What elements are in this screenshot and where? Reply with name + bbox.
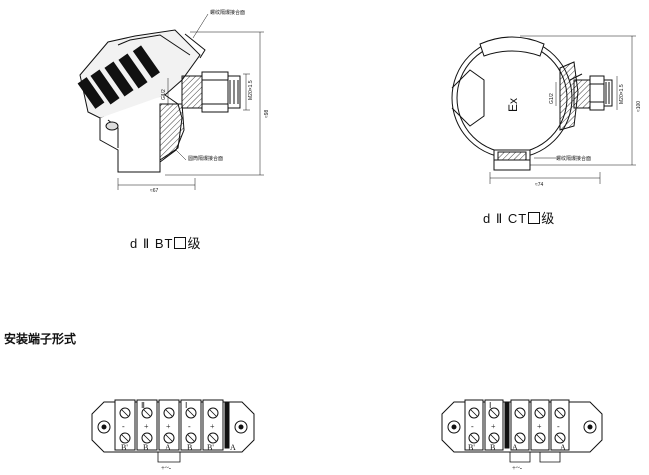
left-width-dim: ≈67 bbox=[150, 188, 159, 194]
rt-bottom-2: A bbox=[512, 443, 518, 452]
left-terminal-block bbox=[91, 399, 255, 463]
right-junction-head bbox=[451, 35, 636, 184]
left-g-dim: G1/2 bbox=[161, 89, 167, 100]
right-m-thread-dim: M20×1.5 bbox=[619, 84, 625, 104]
left-height-dim: ≈98 bbox=[264, 109, 270, 118]
right-g-dim: G1/2 bbox=[549, 93, 555, 104]
rt-sign-0: - bbox=[471, 422, 474, 431]
right-callout: 螺纹隔爆接合面 bbox=[556, 155, 591, 162]
left-model-text: d Ⅱ BT bbox=[130, 236, 174, 251]
rt-bottom-1: B bbox=[490, 443, 495, 452]
left-m-thread-dim: M20×1.5 bbox=[248, 80, 254, 100]
left-model-label: d Ⅱ BT 级 bbox=[130, 233, 201, 252]
left-junction-head bbox=[77, 13, 264, 190]
left-top-callout: 螺纹隔爆接合面 bbox=[210, 9, 245, 16]
lt-bottom-5: A bbox=[230, 443, 236, 452]
rt-sign-1: + bbox=[491, 422, 496, 431]
right-height-dim: ≈100 bbox=[636, 101, 642, 112]
lt-sign-2: + bbox=[166, 422, 171, 431]
right-model-text: d Ⅱ CT bbox=[483, 211, 528, 226]
lt-polarity: +~- bbox=[161, 464, 172, 472]
right-width-dim: ≈74 bbox=[535, 182, 544, 188]
right-model-label: d Ⅱ CT 级 bbox=[483, 208, 555, 227]
lt-sign-4: + bbox=[210, 422, 215, 431]
lt-sign-0: - bbox=[122, 422, 125, 431]
ex-mark: Ex bbox=[506, 98, 520, 112]
lt-bottom-1: B bbox=[143, 443, 148, 452]
lt-roman-1: Ⅰ bbox=[185, 401, 187, 410]
rt-bottom-3: A bbox=[560, 443, 566, 452]
rt-polarity: +~- bbox=[512, 464, 523, 472]
grade-box-icon bbox=[528, 212, 541, 224]
rt-sign-3: - bbox=[557, 422, 560, 431]
rt-bottom-0: B' bbox=[468, 443, 475, 452]
left-bottom-callout: 圆筒隔爆接合面 bbox=[188, 155, 223, 162]
lt-bottom-3: B bbox=[187, 443, 192, 452]
lt-bottom-4: B' bbox=[207, 443, 214, 452]
lt-roman-2: Ⅱ bbox=[141, 401, 145, 410]
lt-bottom-2: A bbox=[165, 443, 171, 452]
right-grade-text: 级 bbox=[541, 211, 556, 226]
lt-bottom-0: B' bbox=[121, 443, 128, 452]
right-terminal-block bbox=[441, 399, 603, 463]
rt-sign-2: + bbox=[537, 422, 542, 431]
rt-roman-1: Ⅰ bbox=[489, 401, 491, 410]
grade-box-icon bbox=[174, 237, 187, 249]
left-grade-text: 级 bbox=[187, 236, 202, 251]
lt-sign-3: - bbox=[188, 422, 191, 431]
lt-sign-1: + bbox=[144, 422, 149, 431]
section-heading: 安装端子形式 bbox=[4, 332, 77, 346]
